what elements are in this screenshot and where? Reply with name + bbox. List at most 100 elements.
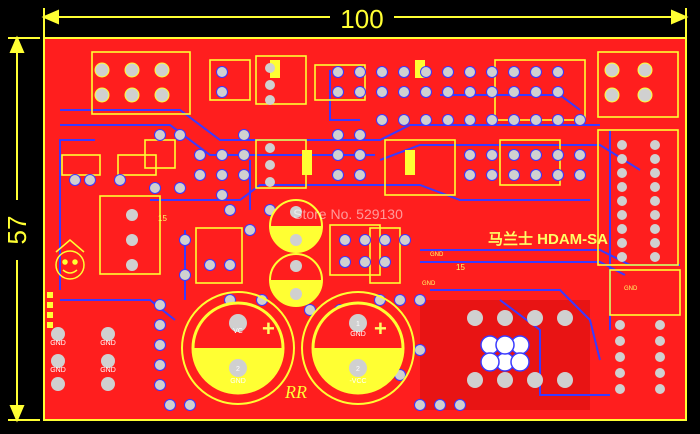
via [216, 149, 228, 161]
via [194, 149, 206, 161]
silk-fill [415, 60, 425, 78]
via [174, 182, 186, 194]
silk-fill [270, 60, 280, 78]
via [398, 86, 410, 98]
width-label: 100 [340, 4, 383, 34]
header-pin [617, 154, 627, 164]
via [194, 169, 206, 181]
small-capacitor-upper [269, 199, 323, 253]
header-pin [650, 182, 660, 192]
via [154, 319, 166, 331]
via [354, 66, 366, 78]
header-pin [650, 196, 660, 206]
pad [467, 372, 483, 388]
component-outline [609, 269, 681, 316]
via [154, 339, 166, 351]
header-pin [615, 320, 625, 330]
pad [265, 80, 275, 90]
header-pin [615, 384, 625, 394]
silkscreen-layer [61, 51, 681, 316]
header-pin [617, 252, 627, 262]
component-outline [209, 59, 251, 101]
pad [265, 160, 275, 170]
header-pin [617, 238, 627, 248]
component-outline [597, 51, 679, 118]
pad [124, 87, 140, 103]
pad [51, 327, 65, 341]
via [420, 86, 432, 98]
via [464, 114, 476, 126]
pad [265, 177, 275, 187]
capacitor-left: + VC 2 GND [181, 291, 295, 405]
pad-gnd-label: GND [100, 340, 116, 347]
via [164, 399, 176, 411]
pin-label: 2 [356, 366, 360, 373]
via [376, 114, 388, 126]
via [204, 259, 216, 271]
small-capacitor-lower [269, 253, 323, 307]
header-pin [617, 182, 627, 192]
via [179, 234, 191, 246]
pad [94, 87, 110, 103]
via [332, 169, 344, 181]
header-pin [650, 224, 660, 234]
via [224, 204, 236, 216]
component-outline [117, 154, 157, 176]
pad [604, 87, 620, 103]
via [530, 149, 542, 161]
via [508, 169, 520, 181]
pad-gnd-label: GND [50, 340, 66, 347]
header-pin [655, 320, 665, 330]
trace [499, 299, 610, 396]
silk-mark: 15 [158, 214, 167, 223]
pad [154, 62, 170, 78]
pad [604, 62, 620, 78]
via [464, 149, 476, 161]
pad [94, 62, 110, 78]
via [332, 86, 344, 98]
capacitor-right: + 1 GND 2 -VCC [301, 291, 415, 405]
trace [430, 289, 601, 361]
silk-mark: GND [430, 252, 444, 258]
silk-dot [47, 292, 53, 298]
component-outline [369, 227, 401, 284]
pad [637, 62, 653, 78]
via [442, 86, 454, 98]
component-outline [314, 64, 366, 101]
via [149, 182, 161, 194]
via [414, 344, 426, 356]
via [354, 129, 366, 141]
pad [497, 372, 513, 388]
header-pin [655, 336, 665, 346]
via [552, 66, 564, 78]
via [354, 149, 366, 161]
via [420, 66, 432, 78]
via [359, 234, 371, 246]
via [508, 114, 520, 126]
via [486, 114, 498, 126]
via [154, 129, 166, 141]
via [379, 256, 391, 268]
via [379, 234, 391, 246]
via [179, 269, 191, 281]
header-pin [615, 336, 625, 346]
via [398, 66, 410, 78]
pad [527, 310, 543, 326]
pin-label: 1 [356, 321, 360, 328]
pad [495, 335, 515, 355]
pad [480, 352, 500, 372]
via [552, 149, 564, 161]
via [574, 169, 586, 181]
via [454, 399, 466, 411]
via [354, 86, 366, 98]
via [332, 129, 344, 141]
via [464, 169, 476, 181]
trace [59, 139, 95, 290]
silk-mark: GND [422, 281, 436, 287]
via [339, 234, 351, 246]
via [486, 169, 498, 181]
pad [557, 310, 573, 326]
board-title: 马兰士 HDAM-SA [488, 230, 608, 248]
trace [329, 70, 360, 121]
